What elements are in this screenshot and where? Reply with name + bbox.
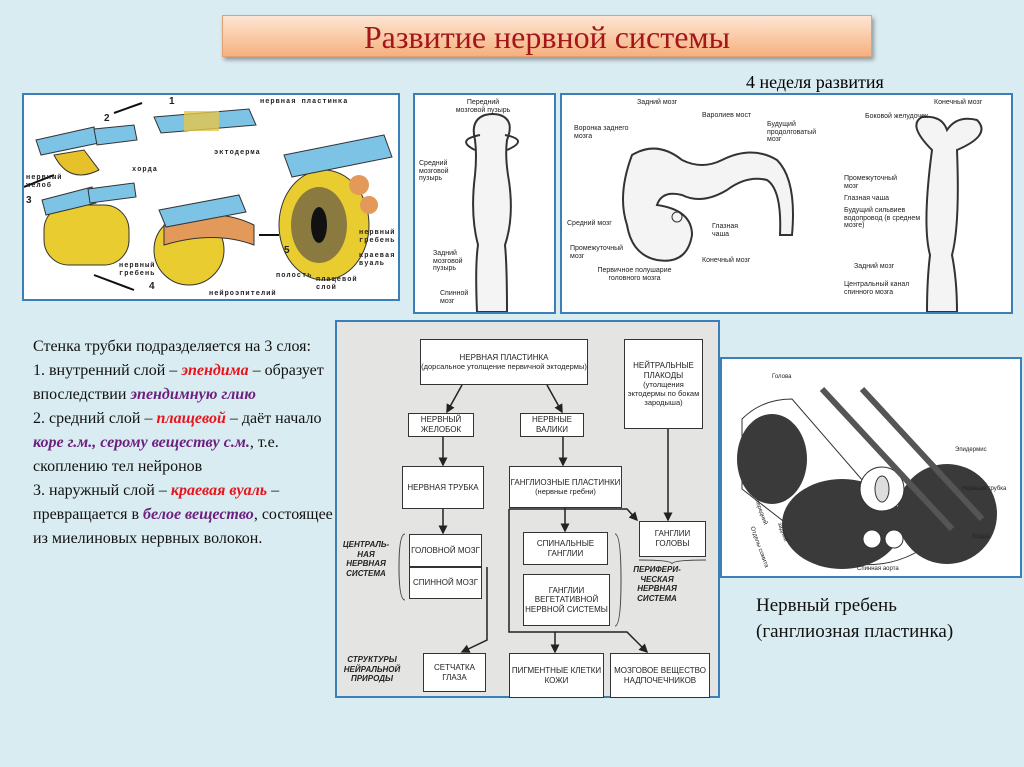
box-brain: ГОЛОВНОЙ МОЗГ (409, 534, 482, 567)
label-pons: Варолиев мост (702, 112, 752, 119)
label-marginal-veil: краевая вуаль (359, 252, 396, 268)
label-epidermis: Эпидермис (955, 447, 987, 453)
box-pigment-cells: ПИГМЕНТНЫЕ КЛЕТКИ КОЖИ (509, 653, 604, 698)
caption-ganglionic-plate: (ганглиозная пластинка) (756, 621, 954, 642)
term-marginal-veil: краевая вуаль (170, 482, 268, 499)
label-optic-cup: Глазная чаша (712, 223, 739, 238)
text-layer1-cont: – образует впоследствии (33, 362, 324, 403)
label-neural-plate: нервная пластинка (260, 98, 349, 106)
text-layer3-cont: – превращается в (33, 482, 280, 523)
text-layer2: 2. средний слой – (33, 410, 157, 427)
box-neural-plate: НЕРВНАЯ ПЛАСТИНКА(дорсальное утолщение п… (420, 339, 588, 385)
step-number-3: 3 (26, 195, 32, 206)
label-r-optic-cup: Глазная чаша (844, 195, 890, 202)
text-layer2-cont: – даёт начало (225, 410, 322, 427)
label-neural-groove: нервный желоб (26, 174, 63, 190)
text-layer3-end: , состоящее из миелиновых нервных волоко… (33, 506, 333, 547)
label-pns: ПЕРИФЕРИ-ЧЕСКАЯ НЕРВНАЯ СИСТЕМА (633, 565, 681, 603)
label-dorsal-aorta: Спинная аорта (857, 566, 899, 572)
label-midbrain-vesicle: Средний мозговой пузырь (419, 160, 449, 183)
text-intro: Стенка трубки подразделяется на 3 слоя: (33, 338, 311, 355)
label-neural-crest: нервный гребень (119, 262, 156, 278)
box-neural-folds: НЕРВНЫЕ ВАЛИКИ (520, 413, 584, 437)
label-neural-tube: Нервная трубка (962, 486, 1007, 492)
label-chorda: хорда (132, 166, 159, 174)
week-label: 4 неделя развития (746, 72, 884, 92)
term-white-matter: белое вещество (143, 506, 254, 523)
label-aqueduct: Будущий сильвиев водопровод (в среднем м… (844, 207, 921, 230)
label-neuroepithelium: нейроэпителий (209, 290, 277, 298)
label-cns: ЦЕНТРАЛЬ-НАЯ НЕРВНАЯ СИСТЕМА (342, 540, 390, 578)
label-notochord: Хорда (972, 534, 990, 540)
label-telencephalon: Конечный мозг (702, 257, 751, 264)
label-midbrain: Средний мозг (567, 220, 612, 227)
label-neural-crest-2: нервный гребень (359, 229, 396, 245)
neural-crest-illustration (737, 386, 997, 569)
term-mantle: плащевой (156, 410, 226, 427)
term-ependymal-glia: эпендимную глию (130, 386, 256, 403)
label-neural-structures: СТРУКТУРЫ НЕЙРАЛЬНОЙ ПРИРОДЫ (343, 655, 401, 684)
label-cavity: полость (276, 272, 313, 280)
label-r-hindbrain: Задний мозг (854, 263, 895, 270)
neurulation-illustration (23, 102, 393, 291)
text-layer3: 3. наружный слой – (33, 482, 171, 499)
box-spinal-cord: СПИННОЙ МОЗГ (409, 567, 482, 599)
box-neural-tube: НЕРВНАЯ ТРУБКА (402, 466, 484, 509)
label-primary-hemisphere: Первичное полушарие головного мозга (597, 267, 672, 282)
brain-vesicles-diagram: Передний мозговой пузырь Средний мозгово… (413, 93, 556, 314)
label-central-canal: Центральный канал спинного мозга (844, 281, 910, 296)
step-number-5: 5 (284, 245, 290, 256)
box-retina: СЕТЧАТКА ГЛАЗА (423, 653, 486, 692)
label-r-diencephalon: Промежуточный мозг (844, 175, 898, 190)
neurulation-diagram: 1 2 3 4 5 нервная пластинка эктодерма хо… (22, 93, 400, 301)
label-ectoderm: эктодерма (214, 149, 261, 157)
label-spinal-cord: Спинной мозг (440, 290, 469, 305)
caption-neural-crest: Нервный гребень (756, 595, 897, 616)
label-mantle-layer: плащевой слой (316, 276, 358, 292)
label-diencephalon: Промежуточный мозг (570, 245, 624, 260)
label-lateral-ventricle: Боковой желудочек (865, 113, 929, 120)
flowchart-arrows (398, 384, 707, 654)
term-cortex-grey-matter: коре г.м., серому веществу с.м. (33, 434, 250, 451)
text-layer2-end: , т.е. скоплению тел нейронов (33, 434, 279, 475)
nervous-system-flowchart: НЕРВНАЯ ПЛАСТИНКА(дорсальное утолщение п… (335, 320, 720, 698)
box-head-ganglia: ГАНГЛИИ ГОЛОВЫ (639, 521, 706, 557)
text-layer1: 1. внутренний слой – (33, 362, 182, 379)
step-number-2: 2 (104, 113, 110, 124)
box-autonomic-ganglia: ГАНГЛИИ ВЕГЕТАТИВНОЙ НЕРВНОЙ СИСТЕМЫ (523, 574, 610, 626)
slide-title: Развитие нервной системы (222, 15, 872, 57)
neural-crest-diagram: Голова Эпидермис Нервная трубка Хорда Сп… (720, 357, 1022, 578)
label-future-medulla: Будущий продолговатый мозг (767, 121, 817, 144)
label-r-telencephalon: Конечный мозг (934, 99, 983, 106)
label-hindbrain-funnel: Воронка заднего мозга (574, 125, 629, 140)
neural-tube-layers-text: Стенка трубки подразделяется на 3 слоя: … (33, 335, 333, 551)
label-hindbrain: Задний мозг (637, 99, 678, 106)
neural-tube-illustration (465, 113, 519, 313)
box-spinal-ganglia: СПИНАЛЬНЫЕ ГАНГЛИИ (523, 532, 608, 565)
box-neural-groove: НЕРВНЫЙ ЖЕЛОБОК (408, 413, 474, 437)
step-number-4: 4 (149, 281, 155, 292)
brain-illustration (622, 115, 983, 313)
box-adrenal-medulla: МОЗГОВОЕ ВЕЩЕСТВО НАДПОЧЕЧНИКОВ (610, 653, 710, 698)
week4-brain-diagram: Задний мозг Варолиев мост Воронка заднег… (560, 93, 1013, 314)
term-ependyma: эпендима (181, 362, 249, 379)
label-hindbrain-vesicle: Задний мозговой пузырь (433, 250, 463, 273)
step-number-1: 1 (169, 96, 175, 107)
label-forebrain-vesicle: Передний мозговой пузырь (455, 99, 511, 114)
box-neural-placodes: НЕЙТРАЛЬНЫЕ ПЛАКОДЫ(утолщения эктодермы … (624, 339, 703, 429)
label-head: Голова (772, 374, 792, 380)
box-ganglionic-plates: ГАНГЛИОЗНЫЕ ПЛАСТИНКИ(нервные гребни) (509, 466, 622, 508)
